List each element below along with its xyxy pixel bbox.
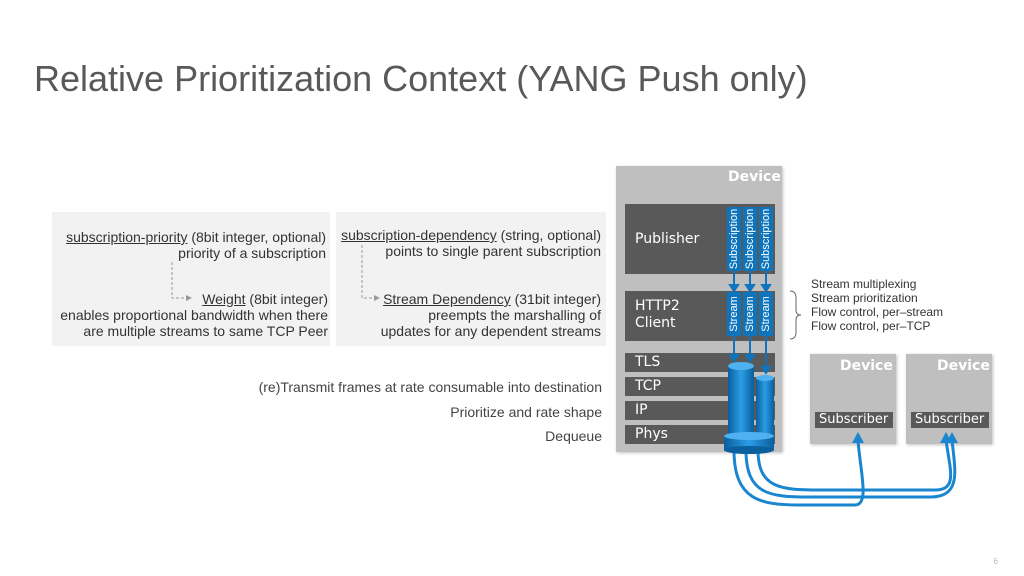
prioritize-note: Prioritize and rate shape xyxy=(450,404,602,420)
queue-cylinder-small xyxy=(756,375,774,438)
phys-label: Phys xyxy=(635,426,668,442)
subscriber-device-2 xyxy=(906,354,992,444)
delivery-curve xyxy=(744,439,957,499)
slide-title: Relative Prioritization Context (YANG Pu… xyxy=(34,58,808,99)
http2-feature-2: Stream prioritization xyxy=(811,291,918,305)
stream-bar: Stream xyxy=(727,292,741,336)
stream-dependency-desc-1: preempts the marshalling of xyxy=(428,307,601,323)
subscription-bar: Subscription xyxy=(759,207,773,271)
subscriber-2: Subscriber xyxy=(911,412,989,428)
delivery-arrowhead xyxy=(852,432,864,443)
stream-bar: Stream xyxy=(759,292,773,336)
transmit-note: (re)Transmit frames at rate consumable i… xyxy=(258,379,602,395)
stream-dependency-heading: Stream Dependency (31bit integer) xyxy=(383,291,601,307)
priority-heading: subscription-priority (8bit integer, opt… xyxy=(66,229,326,245)
subscription-bar: Subscription xyxy=(743,207,757,271)
stream-dependency-name: Stream Dependency xyxy=(383,291,511,307)
http2-label-line1: HTTP2 xyxy=(635,298,680,314)
dequeue-note: Dequeue xyxy=(545,428,602,444)
stream-bar: Stream xyxy=(743,292,757,336)
subscriber-1-label: Subscriber xyxy=(819,412,889,427)
tls-label: TLS xyxy=(635,354,661,370)
dependency-desc: points to single parent subscription xyxy=(385,243,601,259)
delivery-arrowhead xyxy=(946,432,958,443)
features-brace xyxy=(789,290,802,340)
publisher-device-label: Device xyxy=(728,169,781,185)
subscriber-1: Subscriber xyxy=(815,412,893,428)
weight-name: Weight xyxy=(202,291,246,307)
weight-type: (8bit integer) xyxy=(245,291,328,307)
dependency-to-stream-connector xyxy=(361,245,374,299)
priority-to-weight-connector xyxy=(171,262,186,299)
priority-desc: priority of a subscription xyxy=(178,245,326,261)
delivery-curve xyxy=(732,439,865,507)
publisher-label: Publisher xyxy=(635,231,700,247)
dependency-type: (string, optional) xyxy=(496,227,601,243)
subscriber-device-2-label: Device xyxy=(937,358,990,374)
queue-base xyxy=(724,432,774,454)
http2-feature-4: Flow control, per–TCP xyxy=(811,319,931,333)
queue-cylinder-large xyxy=(728,362,754,442)
ip-label: IP xyxy=(635,402,648,418)
subscriber-device-1 xyxy=(810,354,896,444)
weight-heading: Weight (8bit integer) xyxy=(202,291,328,307)
page-number: 6 xyxy=(993,557,998,566)
priority-arrowhead xyxy=(186,295,192,301)
subscriber-2-label: Subscriber xyxy=(915,412,985,427)
tcp-label: TCP xyxy=(635,378,661,394)
dependency-heading: subscription-dependency (string, optiona… xyxy=(341,227,601,243)
subscription-bar: Subscription xyxy=(727,207,741,271)
dependency-name: subscription-dependency xyxy=(341,227,497,243)
http2-feature-1: Stream multiplexing xyxy=(811,277,917,291)
weight-desc-2: are multiple streams to same TCP Peer xyxy=(83,323,328,339)
priority-panel xyxy=(52,212,330,346)
stream-dependency-desc-2: updates for any dependent streams xyxy=(380,323,601,339)
http2-feature-3: Flow control, per–stream xyxy=(811,305,944,319)
delivery-curve xyxy=(756,439,953,492)
dependency-panel xyxy=(336,212,606,346)
stream-dependency-type: (31bit integer) xyxy=(510,291,601,307)
priority-name: subscription-priority xyxy=(66,229,188,245)
weight-desc-1: enables proportional bandwidth when ther… xyxy=(60,307,328,323)
http2-label-line2: Client xyxy=(635,315,676,331)
subscriber-device-1-label: Device xyxy=(840,358,893,374)
dependency-arrowhead xyxy=(374,295,380,301)
priority-type: (8bit integer, optional) xyxy=(187,229,326,245)
